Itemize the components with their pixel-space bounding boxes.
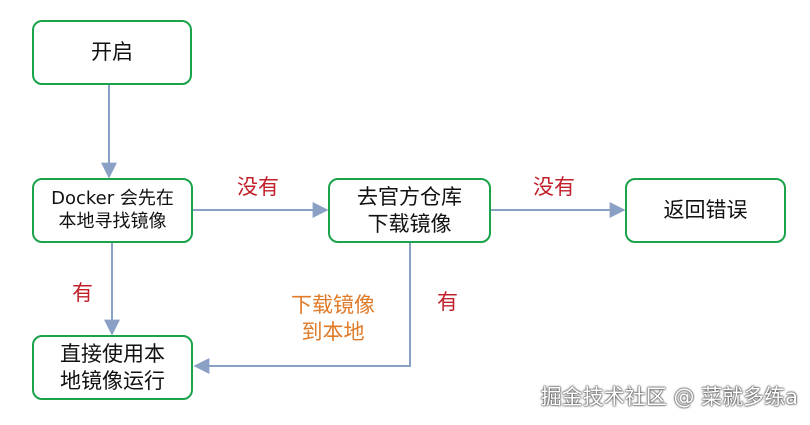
- node-official-repo: 去官方仓库 下载镜像: [328, 178, 491, 243]
- edge-label-no-1: 没有: [237, 175, 279, 199]
- arrow-repo-to-run: [193, 243, 411, 374]
- node-run-local-line2: 地镜像运行: [60, 368, 165, 393]
- node-local-search-line2: 本地寻找镜像: [58, 210, 167, 232]
- node-run-local: 直接使用本 地镜像运行: [32, 335, 193, 400]
- node-official-repo-line2: 下载镜像: [367, 211, 452, 236]
- node-local-search: Docker 会先在 本地寻找镜像: [32, 178, 193, 243]
- edge-label-download-line1: 下载镜像: [291, 293, 375, 317]
- node-return-error: 返回错误: [625, 178, 786, 243]
- node-start: 开启: [32, 20, 192, 85]
- node-official-repo-line1: 去官方仓库: [357, 185, 462, 210]
- node-return-error-label: 返回错误: [663, 198, 748, 223]
- edge-label-yes-1: 有: [72, 281, 93, 305]
- edge-label-no-2: 没有: [533, 175, 575, 199]
- watermark: 掘金技术社区 @ 菜就多练a: [540, 385, 798, 409]
- node-local-search-line1: Docker 会先在: [51, 188, 174, 209]
- edge-label-download-line2: 到本地: [301, 320, 365, 345]
- node-start-label: 开启: [91, 40, 133, 65]
- node-run-local-line1: 直接使用本: [60, 342, 165, 367]
- edge-label-yes-2: 有: [437, 290, 458, 314]
- edge-label-download-local: 下载镜像 到本地: [291, 292, 375, 347]
